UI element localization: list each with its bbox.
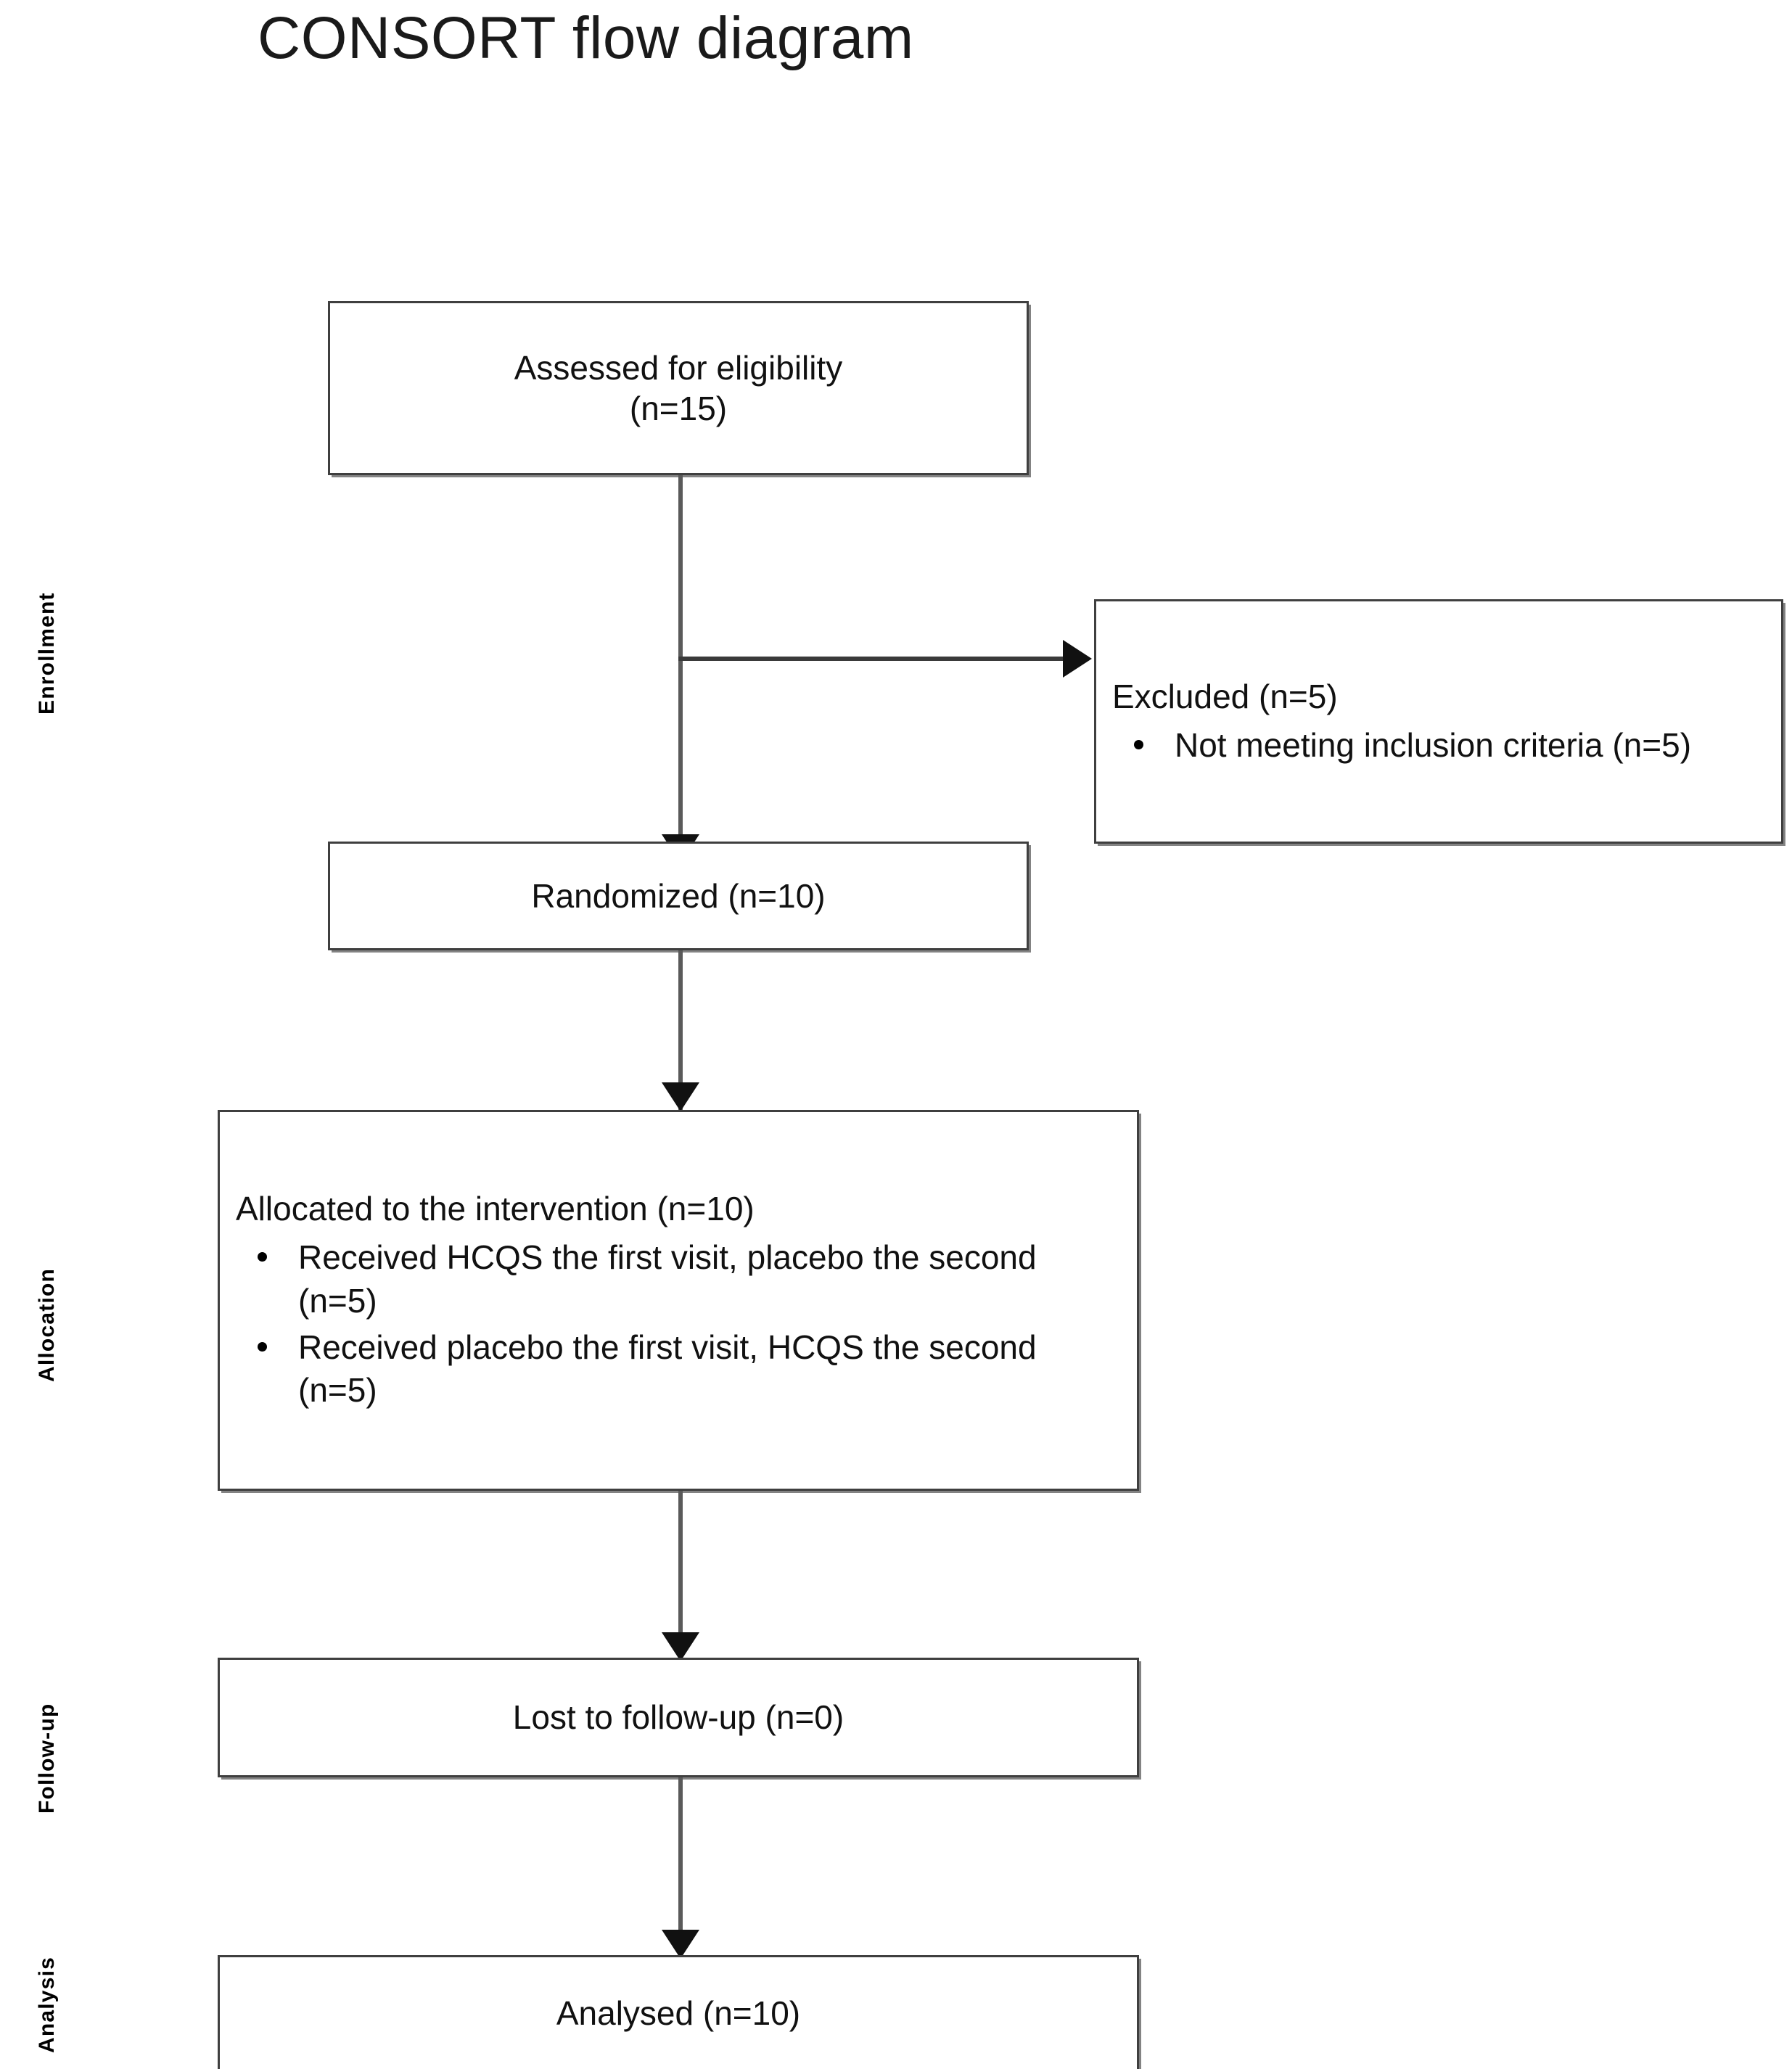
stage-label-analysis: Analysis xyxy=(35,1957,59,2053)
node-lost-to-followup: Lost to follow-up (n=0) xyxy=(218,1658,1139,1777)
node-randomized: Randomized (n=10) xyxy=(328,842,1029,950)
node-excluded-heading: Excluded (n=5) xyxy=(1112,677,1338,715)
node-excluded-content: Excluded (n=5) Not meeting inclusion cri… xyxy=(1096,601,1781,842)
node-assessed-content: Assessed for eligibility (n=15) xyxy=(330,303,1027,473)
connector-assessed-to-randomized-line xyxy=(678,472,683,863)
node-excluded: Excluded (n=5) Not meeting inclusion cri… xyxy=(1094,599,1783,844)
connector-allocated-to-lost-line xyxy=(678,1491,683,1669)
connector-randomized-to-allocated-line xyxy=(678,943,683,1139)
node-allocated-heading: Allocated to the intervention (n=10) xyxy=(236,1189,755,1227)
node-lost-content: Lost to follow-up (n=0) xyxy=(220,1660,1137,1775)
page-title: CONSORT flow diagram xyxy=(258,5,914,71)
list-item: Received placebo the first visit, HCQS t… xyxy=(236,1326,1121,1413)
bullet-dot-icon xyxy=(1134,739,1143,749)
list-item: Not meeting inclusion criteria (n=5) xyxy=(1112,724,1765,768)
node-excluded-bullet-text: Not meeting inclusion criteria (n=5) xyxy=(1175,725,1692,764)
connector-allocated-to-lost-arrow xyxy=(662,1632,699,1661)
stage-label-enrollment: Enrollment xyxy=(35,592,59,715)
connector-assessed-to-excluded-line xyxy=(678,657,1066,661)
connector-lost-to-analysed-arrow xyxy=(662,1930,699,1959)
stage-label-allocation: Allocation xyxy=(35,1267,59,1382)
node-allocated: Allocated to the intervention (n=10) Rec… xyxy=(218,1110,1139,1491)
node-analysed-content: Analysed (n=10) xyxy=(220,1957,1137,2069)
node-excluded-bullet-list: Not meeting inclusion criteria (n=5) xyxy=(1112,721,1765,768)
node-assessed-for-eligibility: Assessed for eligibility (n=15) xyxy=(328,301,1029,475)
node-allocated-bullet-text-1: Received HCQS the first visit, placebo t… xyxy=(298,1238,1037,1320)
node-allocated-bullet-text-2: Received placebo the first visit, HCQS t… xyxy=(298,1328,1037,1410)
stage-label-followup: Follow-up xyxy=(35,1703,59,1814)
node-lost-heading: Lost to follow-up (n=0) xyxy=(512,1698,844,1737)
node-randomized-content: Randomized (n=10) xyxy=(330,844,1027,948)
connector-assessed-to-excluded-arrow xyxy=(1063,640,1092,678)
node-allocated-content: Allocated to the intervention (n=10) Rec… xyxy=(220,1112,1137,1489)
node-assessed-heading: Assessed for eligibility xyxy=(514,348,843,387)
node-assessed-count: (n=15) xyxy=(629,390,728,427)
bullet-dot-icon xyxy=(258,1341,267,1352)
node-analysed: Analysed (n=10) xyxy=(218,1955,1139,2069)
node-analysed-heading: Analysed (n=10) xyxy=(556,1994,801,2032)
connector-randomized-to-allocated-arrow xyxy=(662,1082,699,1111)
node-randomized-heading: Randomized (n=10) xyxy=(531,876,826,915)
bullet-dot-icon xyxy=(258,1251,267,1262)
connector-lost-to-analysed-line xyxy=(678,1777,683,1966)
list-item: Received HCQS the first visit, placebo t… xyxy=(236,1236,1121,1323)
node-allocated-bullet-list: Received HCQS the first visit, placebo t… xyxy=(236,1233,1121,1412)
